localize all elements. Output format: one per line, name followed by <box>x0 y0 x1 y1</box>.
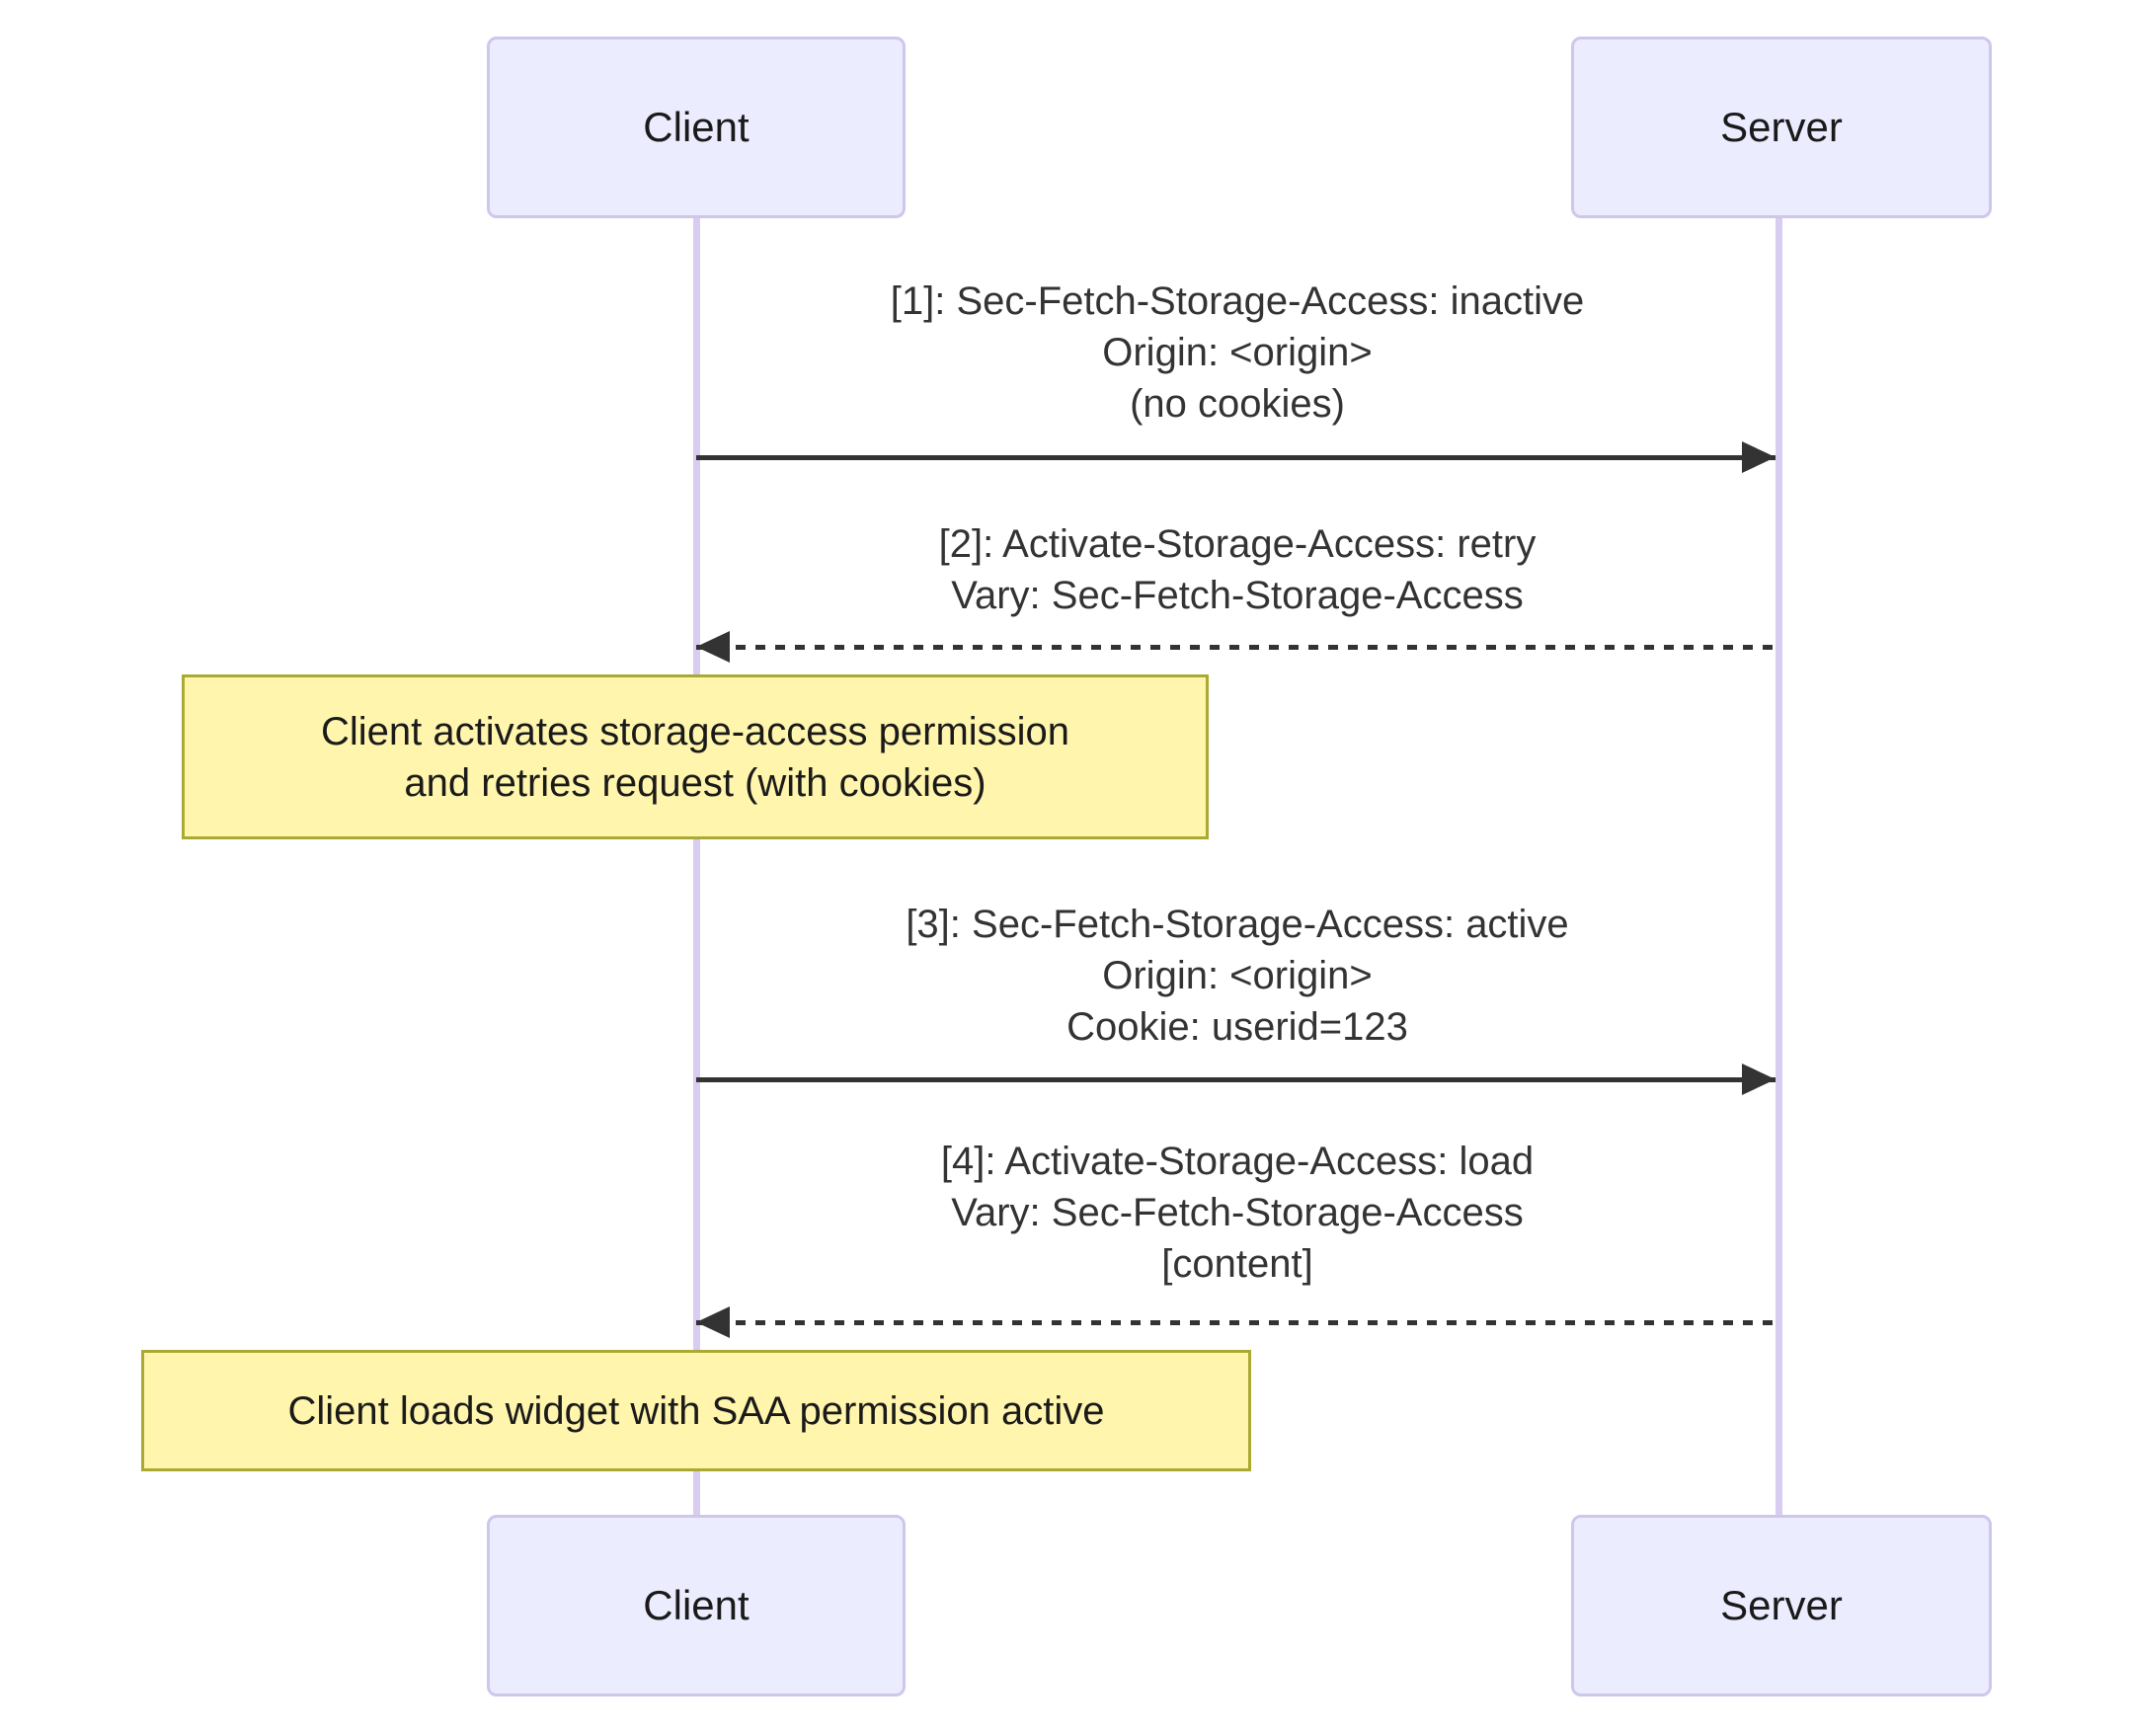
actor-server-bottom: Server <box>1571 1515 1992 1697</box>
message-2-line-1: [2]: Activate-Storage-Access: retry <box>938 522 1537 566</box>
message-1-line-1: [1]: Sec-Fetch-Storage-Access: inactive <box>890 279 1585 323</box>
message-2-text: [2]: Activate-Storage-Access: retry Vary… <box>696 518 1778 621</box>
message-1-text: [1]: Sec-Fetch-Storage-Access: inactive … <box>696 276 1778 430</box>
note-activate-permission: Client activates storage-access permissi… <box>182 674 1209 839</box>
message-4-text: [4]: Activate-Storage-Access: load Vary:… <box>696 1136 1778 1290</box>
message-1-line-3: (no cookies) <box>1130 382 1345 426</box>
note-load-widget: Client loads widget with SAA permission … <box>141 1350 1251 1471</box>
actor-client-bottom: Client <box>487 1515 906 1697</box>
message-3-arrowhead-icon <box>1742 1064 1776 1095</box>
note-2-line-1: Client loads widget with SAA permission … <box>287 1388 1105 1433</box>
actor-client-top-label: Client <box>643 104 750 150</box>
message-3-line-3: Cookie: userid=123 <box>1066 1005 1408 1049</box>
message-4-line-1: [4]: Activate-Storage-Access: load <box>940 1140 1535 1183</box>
message-4-line-2: Vary: Sec-Fetch-Storage-Access <box>951 1191 1524 1234</box>
actor-client-bottom-label: Client <box>643 1582 750 1628</box>
actor-server-top-label: Server <box>1720 104 1843 150</box>
actor-server-bottom-label: Server <box>1720 1582 1843 1628</box>
note-1-line-1: Client activates storage-access permissi… <box>320 709 1070 753</box>
lifeline-client <box>693 218 700 1515</box>
message-3-arrow <box>696 1077 1776 1082</box>
message-4-line-3: [content] <box>1161 1242 1313 1286</box>
message-4-arrow <box>696 1320 1776 1325</box>
actor-server-top: Server <box>1571 37 1992 218</box>
message-1-arrow <box>696 455 1776 460</box>
note-1-line-2: and retries request (with cookies) <box>404 760 987 805</box>
actor-client-top: Client <box>487 37 906 218</box>
message-3-line-1: [3]: Sec-Fetch-Storage-Access: active <box>906 903 1569 946</box>
message-4-arrowhead-icon <box>696 1306 730 1338</box>
message-3-text: [3]: Sec-Fetch-Storage-Access: active Or… <box>696 899 1778 1053</box>
message-2-line-2: Vary: Sec-Fetch-Storage-Access <box>951 574 1524 617</box>
message-1-arrowhead-icon <box>1742 441 1776 473</box>
message-3-line-2: Origin: <origin> <box>1102 954 1373 997</box>
message-2-arrow <box>696 645 1776 650</box>
message-1-line-2: Origin: <origin> <box>1102 331 1373 374</box>
message-2-arrowhead-icon <box>696 631 730 663</box>
lifeline-server <box>1776 218 1782 1515</box>
